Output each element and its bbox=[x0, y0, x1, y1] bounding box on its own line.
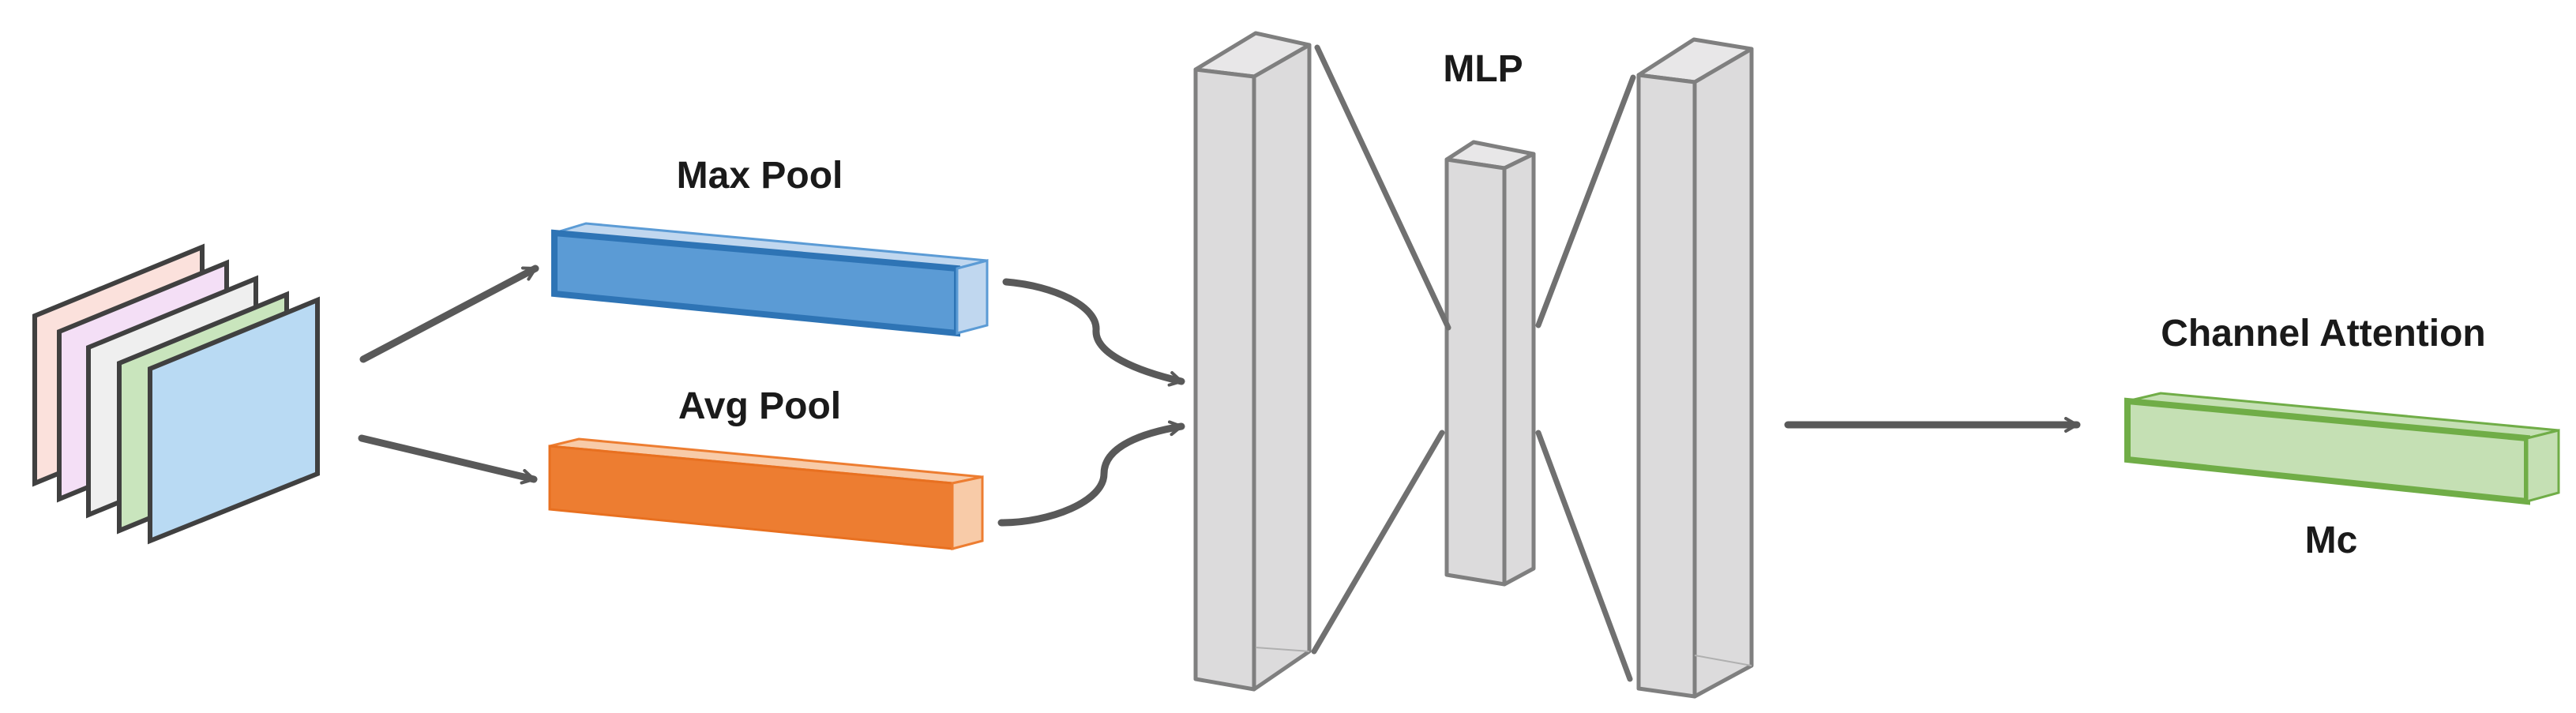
channel-attention-label: Channel Attention bbox=[2161, 313, 2486, 355]
arrow-avg-pool-to-mlp bbox=[997, 420, 1185, 527]
feature-map-layer-5 bbox=[148, 296, 320, 545]
max-pool-label: Max Pool bbox=[677, 155, 843, 197]
mlp-input-layer-front bbox=[1193, 67, 1256, 692]
mlp-label: MLP bbox=[1443, 48, 1523, 90]
mlp-block bbox=[1193, 31, 1754, 699]
mlp-hidden-layer-front bbox=[1444, 157, 1507, 587]
max-pool-front-face bbox=[551, 229, 960, 337]
arrow-max-pool-to-mlp bbox=[1002, 278, 1185, 387]
max-pool-end-face bbox=[956, 259, 989, 335]
channel-attention-vector bbox=[2124, 392, 2560, 505]
channel-attention-end-face bbox=[2525, 429, 2560, 503]
mlp-output-layer-front bbox=[1636, 73, 1697, 699]
mlp-output-layer bbox=[1636, 37, 1754, 699]
mlp-input-layer-side bbox=[1252, 43, 1312, 692]
mlp-connection-bottom-left bbox=[1311, 430, 1445, 655]
mlp-hidden-layer-side bbox=[1502, 152, 1536, 587]
avg-pool-end-face bbox=[951, 475, 984, 550]
input-feature-maps bbox=[32, 243, 320, 545]
max-pool-vector bbox=[551, 222, 989, 337]
mlp-input-layer bbox=[1193, 31, 1312, 692]
arrow-to-avg-pool bbox=[358, 434, 538, 485]
mlp-output-layer-side bbox=[1692, 47, 1754, 699]
avg-pool-label: Avg Pool bbox=[678, 385, 841, 427]
mlp-connection-bottom-right bbox=[1535, 430, 1633, 682]
avg-pool-vector bbox=[548, 437, 984, 550]
mlp-connection-top-left bbox=[1314, 44, 1451, 331]
mc-label: Mc bbox=[2305, 520, 2358, 561]
mlp-hidden-layer bbox=[1444, 140, 1536, 587]
mlp-connection-top-right bbox=[1535, 74, 1636, 328]
arrow-to-max-pool bbox=[359, 265, 539, 363]
mlp-connections bbox=[1311, 44, 1636, 682]
